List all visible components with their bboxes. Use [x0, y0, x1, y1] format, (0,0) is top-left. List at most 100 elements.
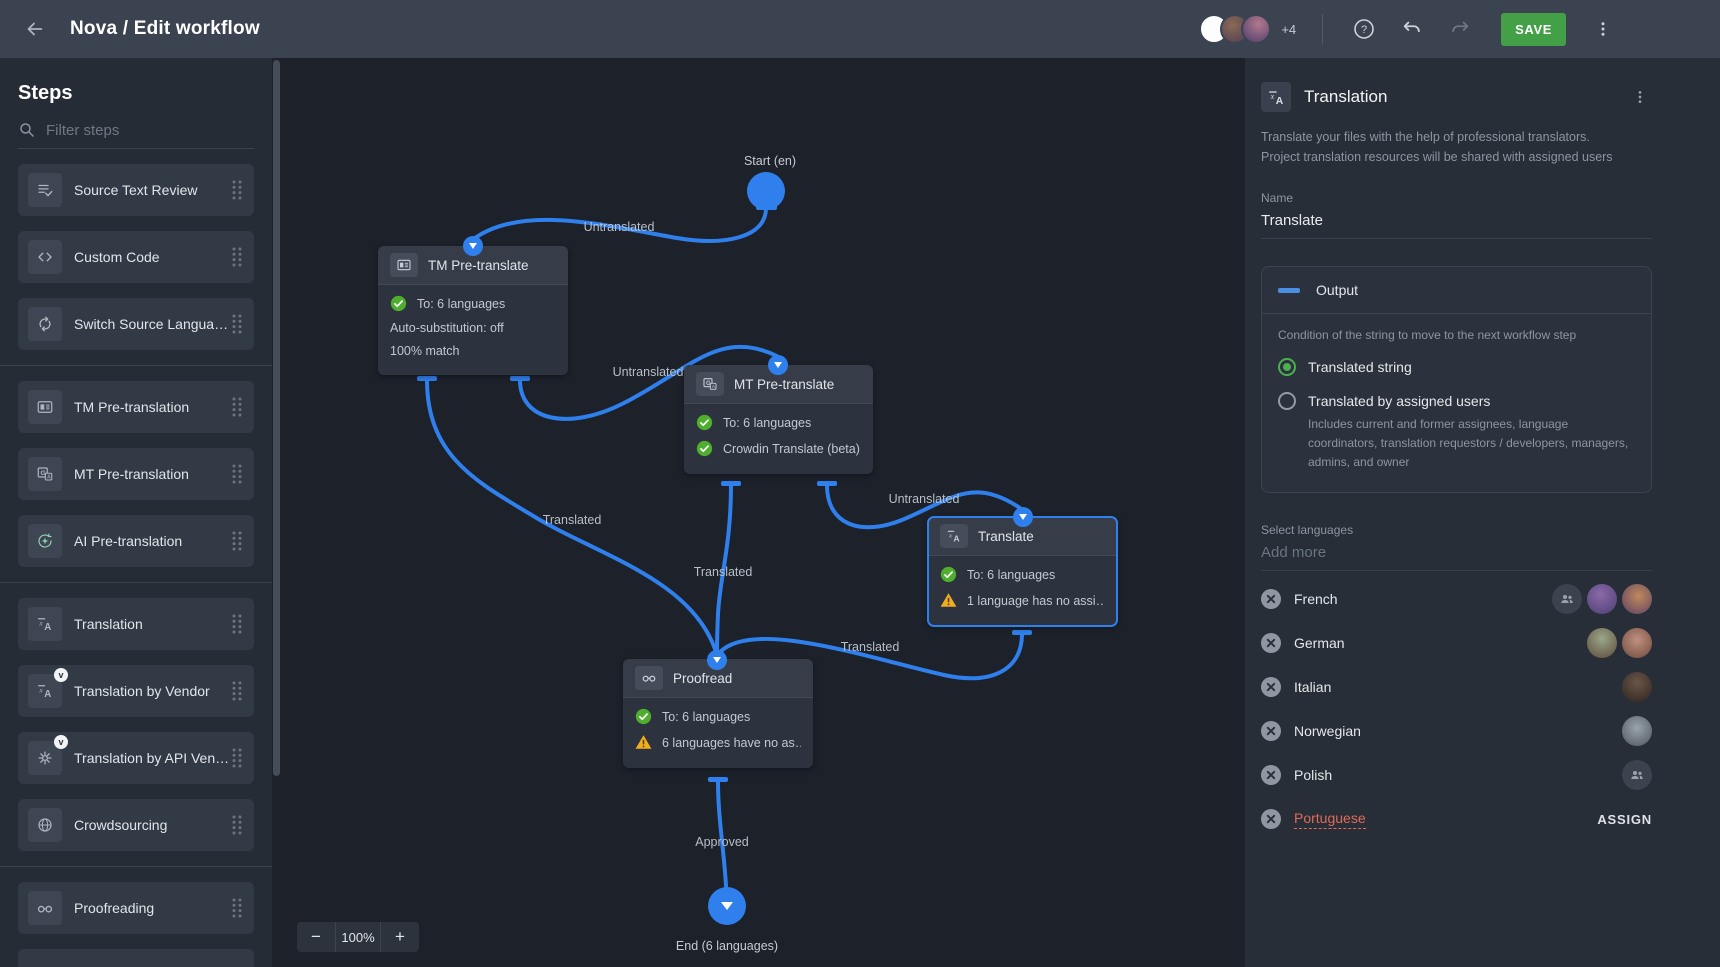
node-title: MT Pre-translate — [734, 376, 835, 392]
topbar-kebab-icon[interactable] — [1586, 12, 1620, 46]
assignee-avatars[interactable] — [1622, 760, 1652, 790]
output-condition-text: Condition of the string to move to the n… — [1278, 328, 1577, 342]
edge-mt-to-proofread — [715, 483, 733, 656]
help-icon[interactable]: ? — [1347, 12, 1381, 46]
remove-language-icon[interactable] — [1261, 589, 1281, 609]
sidebar-item-translation-by-api-vendor[interactable]: v Translation by API Ven… — [18, 732, 254, 784]
select-languages-group: Select languages — [1261, 523, 1652, 571]
node-status-row: To: 6 languages — [390, 295, 556, 312]
drag-handle-icon[interactable] — [230, 530, 244, 552]
assignee-avatars[interactable] — [1552, 584, 1652, 614]
filter-steps-field[interactable] — [18, 121, 254, 149]
drag-handle-icon[interactable] — [230, 747, 244, 769]
sidebar-item-ai-pre-translation[interactable]: AI Pre-translation — [18, 515, 254, 567]
output-card-header: Output — [1262, 267, 1651, 314]
search-icon — [18, 121, 36, 139]
sidebar-item-tm-pre-translation[interactable]: TM Pre-translation — [18, 381, 254, 433]
drag-handle-icon[interactable] — [230, 897, 244, 919]
drag-handle-icon[interactable] — [230, 313, 244, 335]
language-name: German — [1294, 635, 1345, 651]
node-title: Proofread — [673, 670, 733, 686]
start-node-label: Start (en) — [743, 154, 797, 168]
filter-steps-input[interactable] — [46, 121, 226, 139]
sidebar-item-partial[interactable] — [18, 949, 254, 967]
assignee-avatars[interactable] — [1622, 716, 1652, 746]
proofread-input-connector[interactable] — [707, 650, 727, 670]
radio-selected-icon[interactable] — [1278, 358, 1296, 376]
mt-input-connector[interactable] — [768, 355, 788, 375]
avatar[interactable] — [1622, 716, 1652, 746]
back-arrow-icon[interactable] — [16, 11, 52, 47]
node-tm-pre-translate[interactable]: TM Pre-translate To: 6 languages Auto-su… — [378, 246, 568, 375]
node-title: Translate — [978, 528, 1034, 544]
undo-icon[interactable] — [1395, 12, 1429, 46]
drag-handle-icon[interactable] — [230, 396, 244, 418]
sidebar-item-proofreading[interactable]: Proofreading — [18, 882, 254, 934]
radio-unselected-icon[interactable] — [1278, 392, 1296, 410]
sidebar-item-source-text-review[interactable]: Source Text Review — [18, 164, 254, 216]
drag-handle-icon[interactable] — [230, 246, 244, 268]
sidebar-scrollbar[interactable] — [273, 60, 280, 776]
remove-language-icon[interactable] — [1261, 765, 1281, 785]
add-language-input[interactable] — [1261, 537, 1652, 571]
node-status-row: 6 languages have no as… — [635, 734, 801, 751]
node-status-text: To: 6 languages — [723, 415, 812, 430]
avatar[interactable] — [1587, 628, 1617, 658]
sidebar-item-switch-source-language[interactable]: Switch Source Langua… — [18, 298, 254, 350]
tm-input-connector[interactable] — [463, 236, 483, 256]
svg-text:A: A — [44, 689, 51, 700]
node-status-row: To: 6 languages — [696, 414, 861, 431]
gear-icon: v — [28, 735, 68, 775]
drag-handle-icon[interactable] — [230, 680, 244, 702]
translate-input-connector[interactable] — [1013, 507, 1033, 527]
node-status-text: To: 6 languages — [417, 296, 506, 311]
assignee-avatars[interactable] — [1587, 628, 1652, 658]
team-icon[interactable] — [1622, 760, 1652, 790]
language-row-italian: Italian — [1261, 665, 1652, 709]
sidebar-item-crowdsourcing[interactable]: Crowdsourcing — [18, 799, 254, 851]
avatar[interactable] — [1622, 672, 1652, 702]
start-node[interactable] — [747, 172, 785, 210]
name-input[interactable] — [1261, 205, 1652, 239]
assignee-avatars[interactable] — [1622, 672, 1652, 702]
avatar[interactable] — [1587, 584, 1617, 614]
avatar-overflow-count[interactable]: +4 — [1281, 21, 1297, 37]
sidebar-item-custom-code[interactable]: Custom Code — [18, 231, 254, 283]
node-status-text: 6 languages have no as… — [662, 735, 801, 750]
redo-icon[interactable] — [1443, 12, 1477, 46]
drag-handle-icon[interactable] — [230, 814, 244, 836]
zoom-out-button[interactable]: − — [311, 927, 321, 946]
avatar[interactable] — [1622, 628, 1652, 658]
drag-handle-icon[interactable] — [230, 179, 244, 201]
edge-mt-to-translate — [825, 483, 1022, 530]
sidebar-item-label: MT Pre-translation — [74, 466, 189, 482]
drag-handle-icon[interactable] — [230, 463, 244, 485]
panel-kebab-icon[interactable] — [1628, 85, 1652, 109]
node-body: To: 6 languages 6 languages have no as… — [623, 698, 813, 768]
save-button[interactable]: SAVE — [1501, 12, 1566, 46]
collaborator-avatars[interactable] — [1199, 14, 1272, 44]
remove-language-icon[interactable] — [1261, 721, 1281, 741]
proofread-output-port — [708, 777, 728, 782]
workflow-canvas[interactable]: Start (en) End (6 languages) Untranslate… — [272, 58, 1245, 967]
radio-translated-by-assigned-users[interactable]: Translated by assigned users — [1278, 392, 1635, 410]
team-icon[interactable] — [1552, 584, 1582, 614]
svg-text:G: G — [706, 381, 711, 387]
steps-sidebar: Steps Source Text Review Custom Code Swi… — [0, 58, 272, 967]
remove-language-icon[interactable] — [1261, 809, 1281, 829]
avatar[interactable] — [1241, 14, 1272, 44]
radio-translated-string[interactable]: Translated string — [1278, 358, 1635, 376]
remove-language-icon[interactable] — [1261, 633, 1281, 653]
node-proofread[interactable]: Proofread To: 6 languages 6 languages ha… — [623, 659, 813, 768]
end-node[interactable] — [708, 887, 746, 925]
remove-language-icon[interactable] — [1261, 677, 1281, 697]
zoom-in-button[interactable]: + — [395, 927, 405, 946]
assign-button[interactable]: ASSIGN — [1597, 811, 1652, 827]
avatar[interactable] — [1622, 584, 1652, 614]
drag-handle-icon[interactable] — [230, 613, 244, 635]
